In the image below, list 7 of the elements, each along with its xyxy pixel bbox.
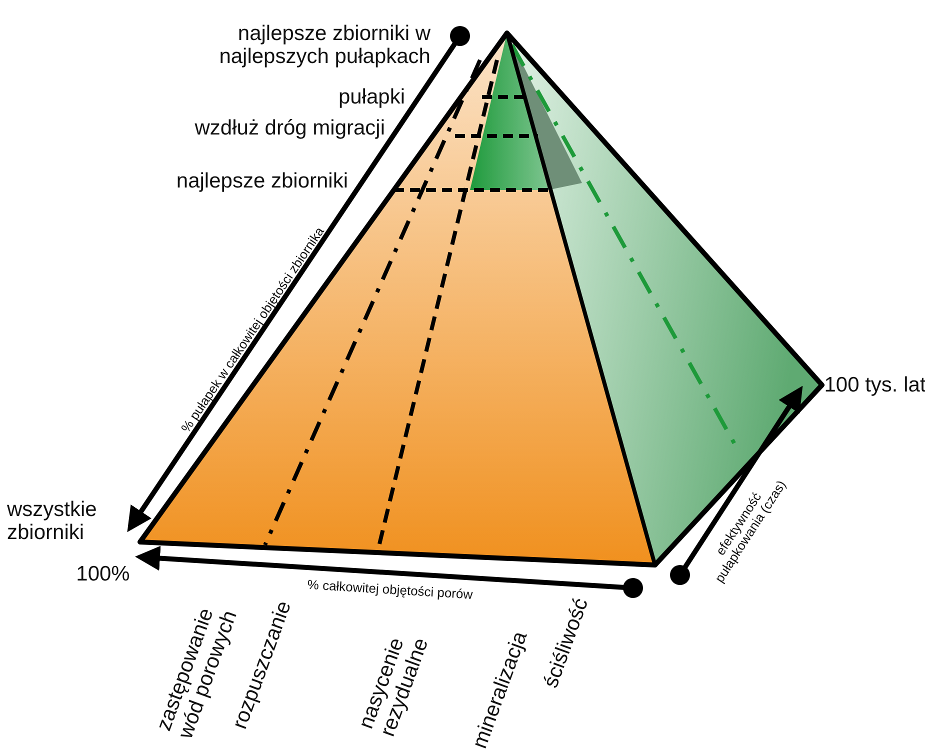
level-label: najlepsze zbiorniki w najlepszych pułapkach (218, 22, 430, 68)
axis-end-label: wszystkie zbiorniki (7, 498, 98, 544)
level-label: wzdłuż dróg migracji (194, 116, 385, 140)
level-label: pułapki (337, 85, 405, 109)
axis-end-label: 100% (76, 562, 130, 586)
axis-label: % całkowitej objętości porów (306, 578, 474, 602)
level-label: najlepsze zbiorniki (175, 169, 348, 193)
